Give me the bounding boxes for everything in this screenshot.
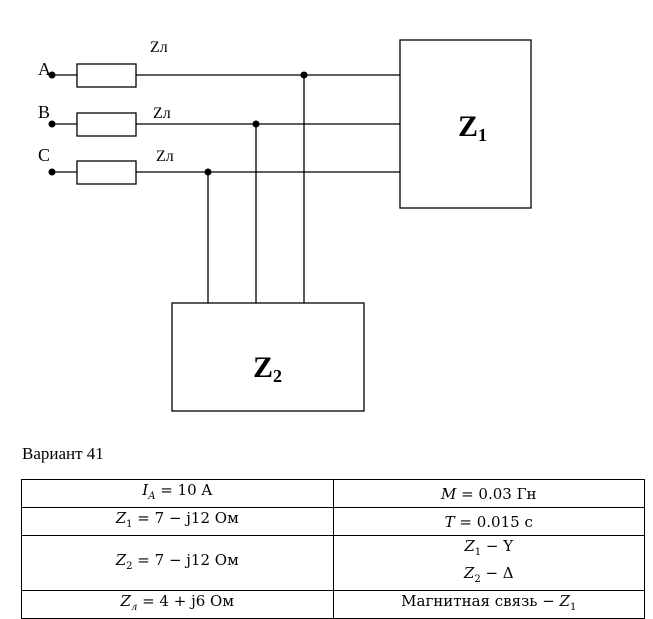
connection-z2: Z2 − Δ	[463, 564, 514, 585]
node-a	[300, 71, 308, 79]
param-z1: Z1 = 7 − j12 Ом	[21, 507, 334, 536]
param-mutual-inductance: M = 0.03 Гн	[332, 479, 645, 508]
node-b	[252, 120, 260, 128]
line-impedance-c	[76, 160, 137, 185]
circuit-diagram: A B C Zл Zл Zл Z1 Z2	[38, 39, 532, 412]
terminal-a-dot	[48, 71, 56, 79]
parameters-table: IA = 10 A M = 0.03 Гн Z1 = 7 − j12 Ом T …	[21, 479, 645, 619]
table-row: Z2 = 7 − j12 Ом Z1 − Y Z2 − Δ	[21, 535, 645, 591]
load-z2-box	[171, 302, 365, 412]
terminal-c-dot	[48, 168, 56, 176]
param-zl: Zл = 4 + j6 Ом	[21, 590, 334, 619]
load-z1-label: Z1	[458, 110, 487, 145]
terminal-a-label: A	[38, 59, 51, 79]
connection-z1: Z1 − Y	[464, 537, 514, 558]
variant-title: Вариант 41	[22, 444, 104, 463]
load-z2-label: Z2	[253, 351, 282, 386]
param-magnetic-coupling: Магнитная связь − Z1	[332, 590, 645, 619]
line-impedance-label-b: Zл	[153, 105, 171, 122]
param-current: IA = 10 A	[21, 479, 334, 508]
param-period: T = 0.015 с	[332, 507, 645, 536]
table-row: Zл = 4 + j6 Ом Магнитная связь − Z1	[21, 590, 645, 619]
terminal-b-dot	[48, 120, 56, 128]
param-connections: Z1 − Y Z2 − Δ	[332, 535, 645, 591]
load-z1-box	[399, 39, 532, 209]
line-impedance-label-a: Zл	[150, 39, 168, 56]
table-row: IA = 10 A M = 0.03 Гн	[21, 479, 645, 508]
param-z2: Z2 = 7 − j12 Ом	[21, 535, 334, 591]
line-impedance-label-c: Zл	[156, 148, 174, 165]
terminal-b-label: B	[38, 102, 50, 122]
terminal-c-label: C	[38, 145, 50, 165]
node-c	[204, 168, 212, 176]
table-row: Z1 = 7 − j12 Ом T = 0.015 с	[21, 507, 645, 536]
line-impedance-b	[76, 112, 137, 137]
line-impedance-a	[76, 63, 137, 88]
